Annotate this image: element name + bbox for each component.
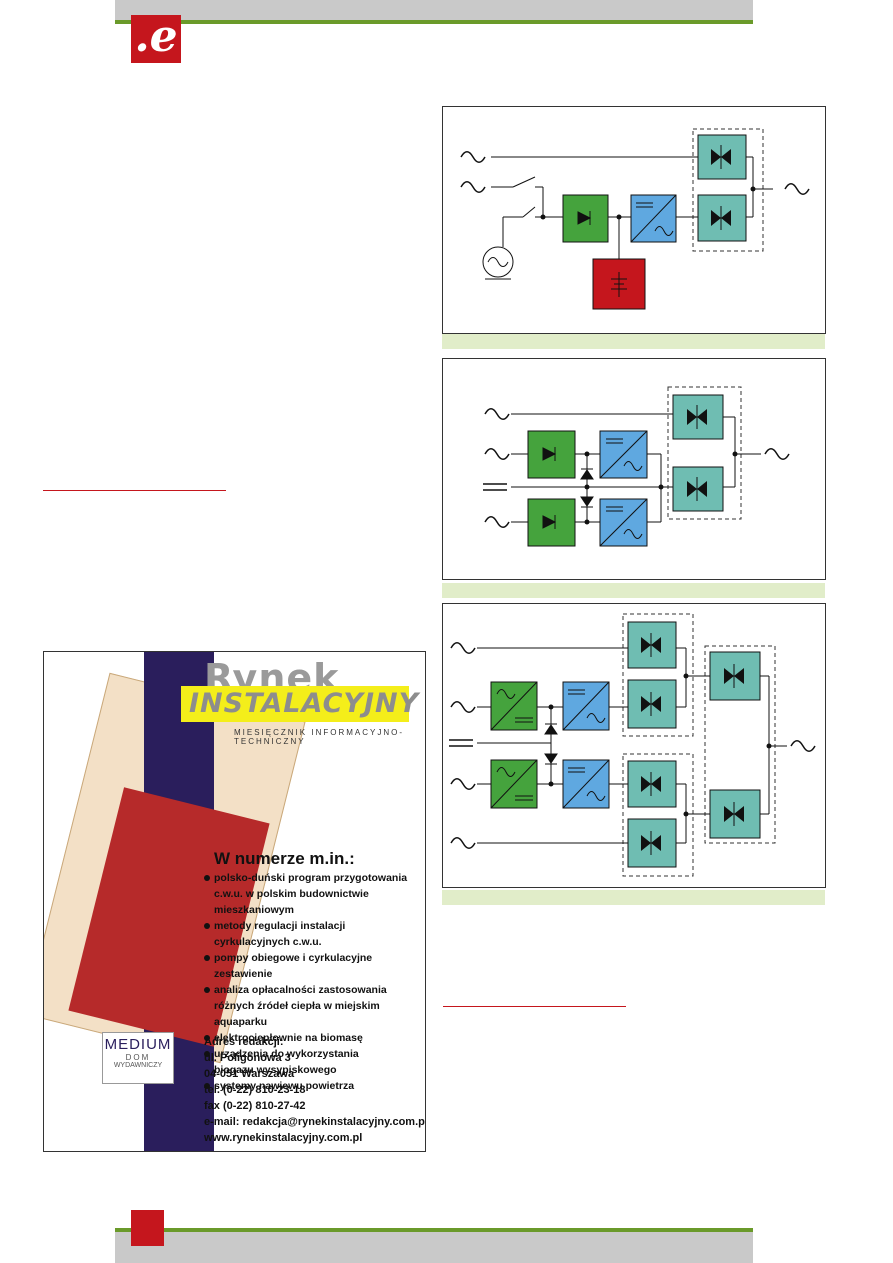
- ad-list-item: elektrociepłownie na biomasę: [204, 1030, 424, 1046]
- ac-output: [784, 183, 810, 195]
- top-accent-line: [115, 20, 753, 24]
- static-switch-1a: [627, 621, 677, 669]
- static-switch-2: [672, 466, 724, 512]
- ad-list-item: systemy nawiewu powietrza: [204, 1078, 424, 1094]
- diode-down: [580, 496, 594, 508]
- figure-2-caption: [442, 583, 825, 598]
- static-switch-3b: [709, 789, 761, 839]
- dc-source: [449, 739, 473, 747]
- top-bar: [115, 0, 753, 20]
- ac-output: [764, 448, 790, 460]
- figure-1-diagram: [460, 128, 810, 310]
- ac-source-2: [460, 181, 486, 193]
- ac-source-1: [450, 642, 476, 654]
- address-website-link[interactable]: www.rynekinstalacyjny.com.pl: [204, 1132, 363, 1144]
- address-phone: tel. (0-22) 810-23-18: [204, 1084, 306, 1096]
- ad-address: Adres redakcji: ul. Poligonowa 3 04-051 …: [204, 1034, 426, 1146]
- figure-2-diagram: [483, 386, 790, 547]
- rectifier-block-2: [527, 498, 576, 547]
- figure-1-caption: [442, 334, 825, 349]
- figure-3-ups-redundant: [442, 603, 826, 888]
- section-rule-left: [43, 490, 226, 491]
- address-title: Adres redakcji:: [204, 1036, 284, 1048]
- static-switch-3a: [709, 651, 761, 701]
- diode-up: [544, 723, 558, 735]
- static-switch-1: [672, 394, 724, 440]
- ac-source-2: [450, 701, 476, 713]
- advertisement-rynek-instalacyjny[interactable]: Rynek INSTALACYJNY MIESIĘCZNIK INFORMACY…: [43, 651, 426, 1152]
- ac-source-2: [484, 448, 510, 460]
- address-city: 04-051 Warszawa: [204, 1068, 295, 1080]
- figure-3-caption: [442, 890, 825, 905]
- ac-source-4: [450, 837, 476, 849]
- bottom-bar: [115, 1232, 753, 1263]
- generator-symbol: [482, 246, 514, 280]
- static-switch-2b: [627, 818, 677, 868]
- logo: .e: [131, 15, 181, 63]
- bottom-accent-line: [115, 1228, 753, 1232]
- static-switch-2a: [627, 760, 677, 808]
- static-switch-2: [697, 194, 747, 242]
- diode-up: [580, 468, 594, 480]
- diode-down: [544, 753, 558, 765]
- dc-source: [483, 483, 507, 491]
- ac-output: [790, 740, 816, 752]
- static-switch-1: [697, 134, 747, 180]
- ac-source-1: [460, 151, 486, 163]
- ad-brand-banner: [181, 686, 409, 722]
- ac-source-1: [484, 408, 510, 420]
- figure-3-diagram: [449, 613, 816, 877]
- logo-text: .e: [134, 11, 178, 62]
- page-marker: [131, 1210, 164, 1246]
- ad-heading: W numerze m.in.:: [214, 849, 355, 868]
- ac-source-3: [484, 516, 510, 528]
- static-switch-1b: [627, 679, 677, 729]
- figure-1-ups-single: [442, 106, 826, 334]
- section-rule-right: [443, 1006, 626, 1007]
- address-fax: fax (0-22) 810-27-42: [204, 1100, 306, 1112]
- ad-brand-line2: INSTALACYJNY: [189, 688, 420, 719]
- ac-source-3: [450, 778, 476, 790]
- address-street: ul. Poligonowa 3: [204, 1052, 291, 1064]
- ad-tagline: MIESIĘCZNIK INFORMACYJNO-TECHNICZNY: [234, 728, 405, 746]
- figure-2-ups-parallel: [442, 358, 826, 580]
- ad-list-item: metody regulacji instalacji cyrkulacyjny…: [204, 918, 424, 950]
- publisher-logo: MEDIUM DOM WYDAWNICZY: [102, 1032, 174, 1084]
- address-email-link[interactable]: e-mail: redakcja@rynekinstalacyjny.com.p…: [204, 1116, 426, 1128]
- ad-list-item: pompy obiegowe i cyrkulacyjne zestawieni…: [204, 950, 424, 982]
